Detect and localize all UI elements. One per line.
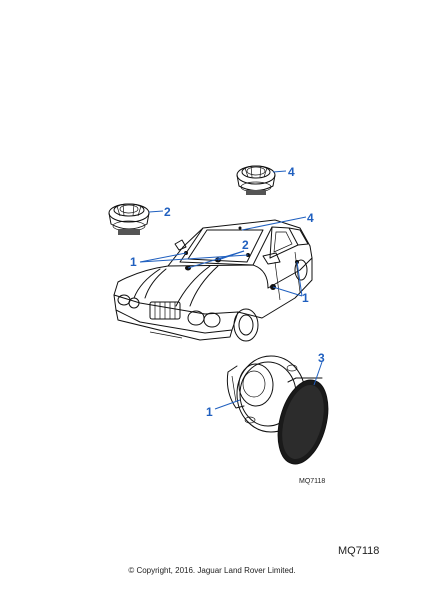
callout-3: 3 [318,351,325,365]
callout-1-right: 1 [302,291,309,305]
speaker-grille [277,377,329,465]
callout-1-speaker: 1 [206,405,213,419]
callout-1-left: 1 [130,255,137,269]
door-speaker [226,355,306,433]
leader-lines [139,170,323,410]
car-body [113,219,313,342]
copyright-notice: © Copyright, 2016. Jaguar Land Rover Lim… [128,566,296,575]
diagram-reference-small: MQ7118 [299,478,326,485]
callout-4-top: 4 [288,165,295,179]
callout-4-car: 4 [307,211,314,225]
tweeter-speaker-top [236,165,276,195]
tweeter-speaker-left [108,203,150,235]
callout-2-tweeter: 2 [164,205,171,219]
diagram-reference: MQ7118 [338,545,380,557]
callout-2-car: 2 [242,238,249,252]
